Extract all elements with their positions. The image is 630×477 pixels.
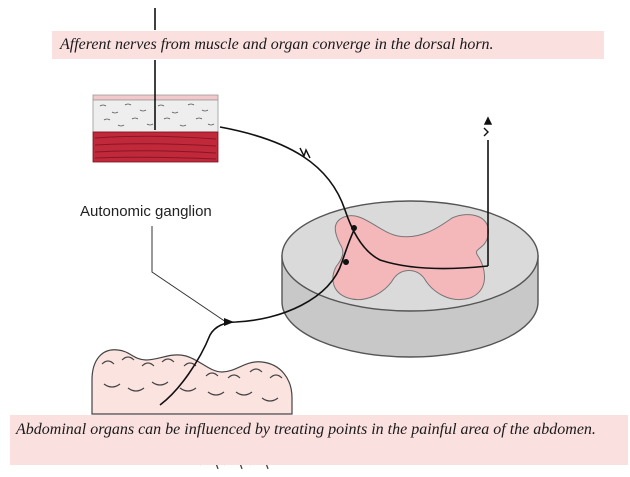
ganglion-connector [152,226,226,322]
caption-top: Afferent nerves from muscle and organ co… [52,31,604,59]
nerve-arrow-icon [300,148,310,158]
spinal-cord-section [282,201,538,357]
ascending-arrow-icon [484,118,491,136]
caption-bottom: Abdominal organs can be influenced by tr… [10,415,628,465]
autonomic-ganglion-label: Autonomic ganglion [80,203,212,220]
